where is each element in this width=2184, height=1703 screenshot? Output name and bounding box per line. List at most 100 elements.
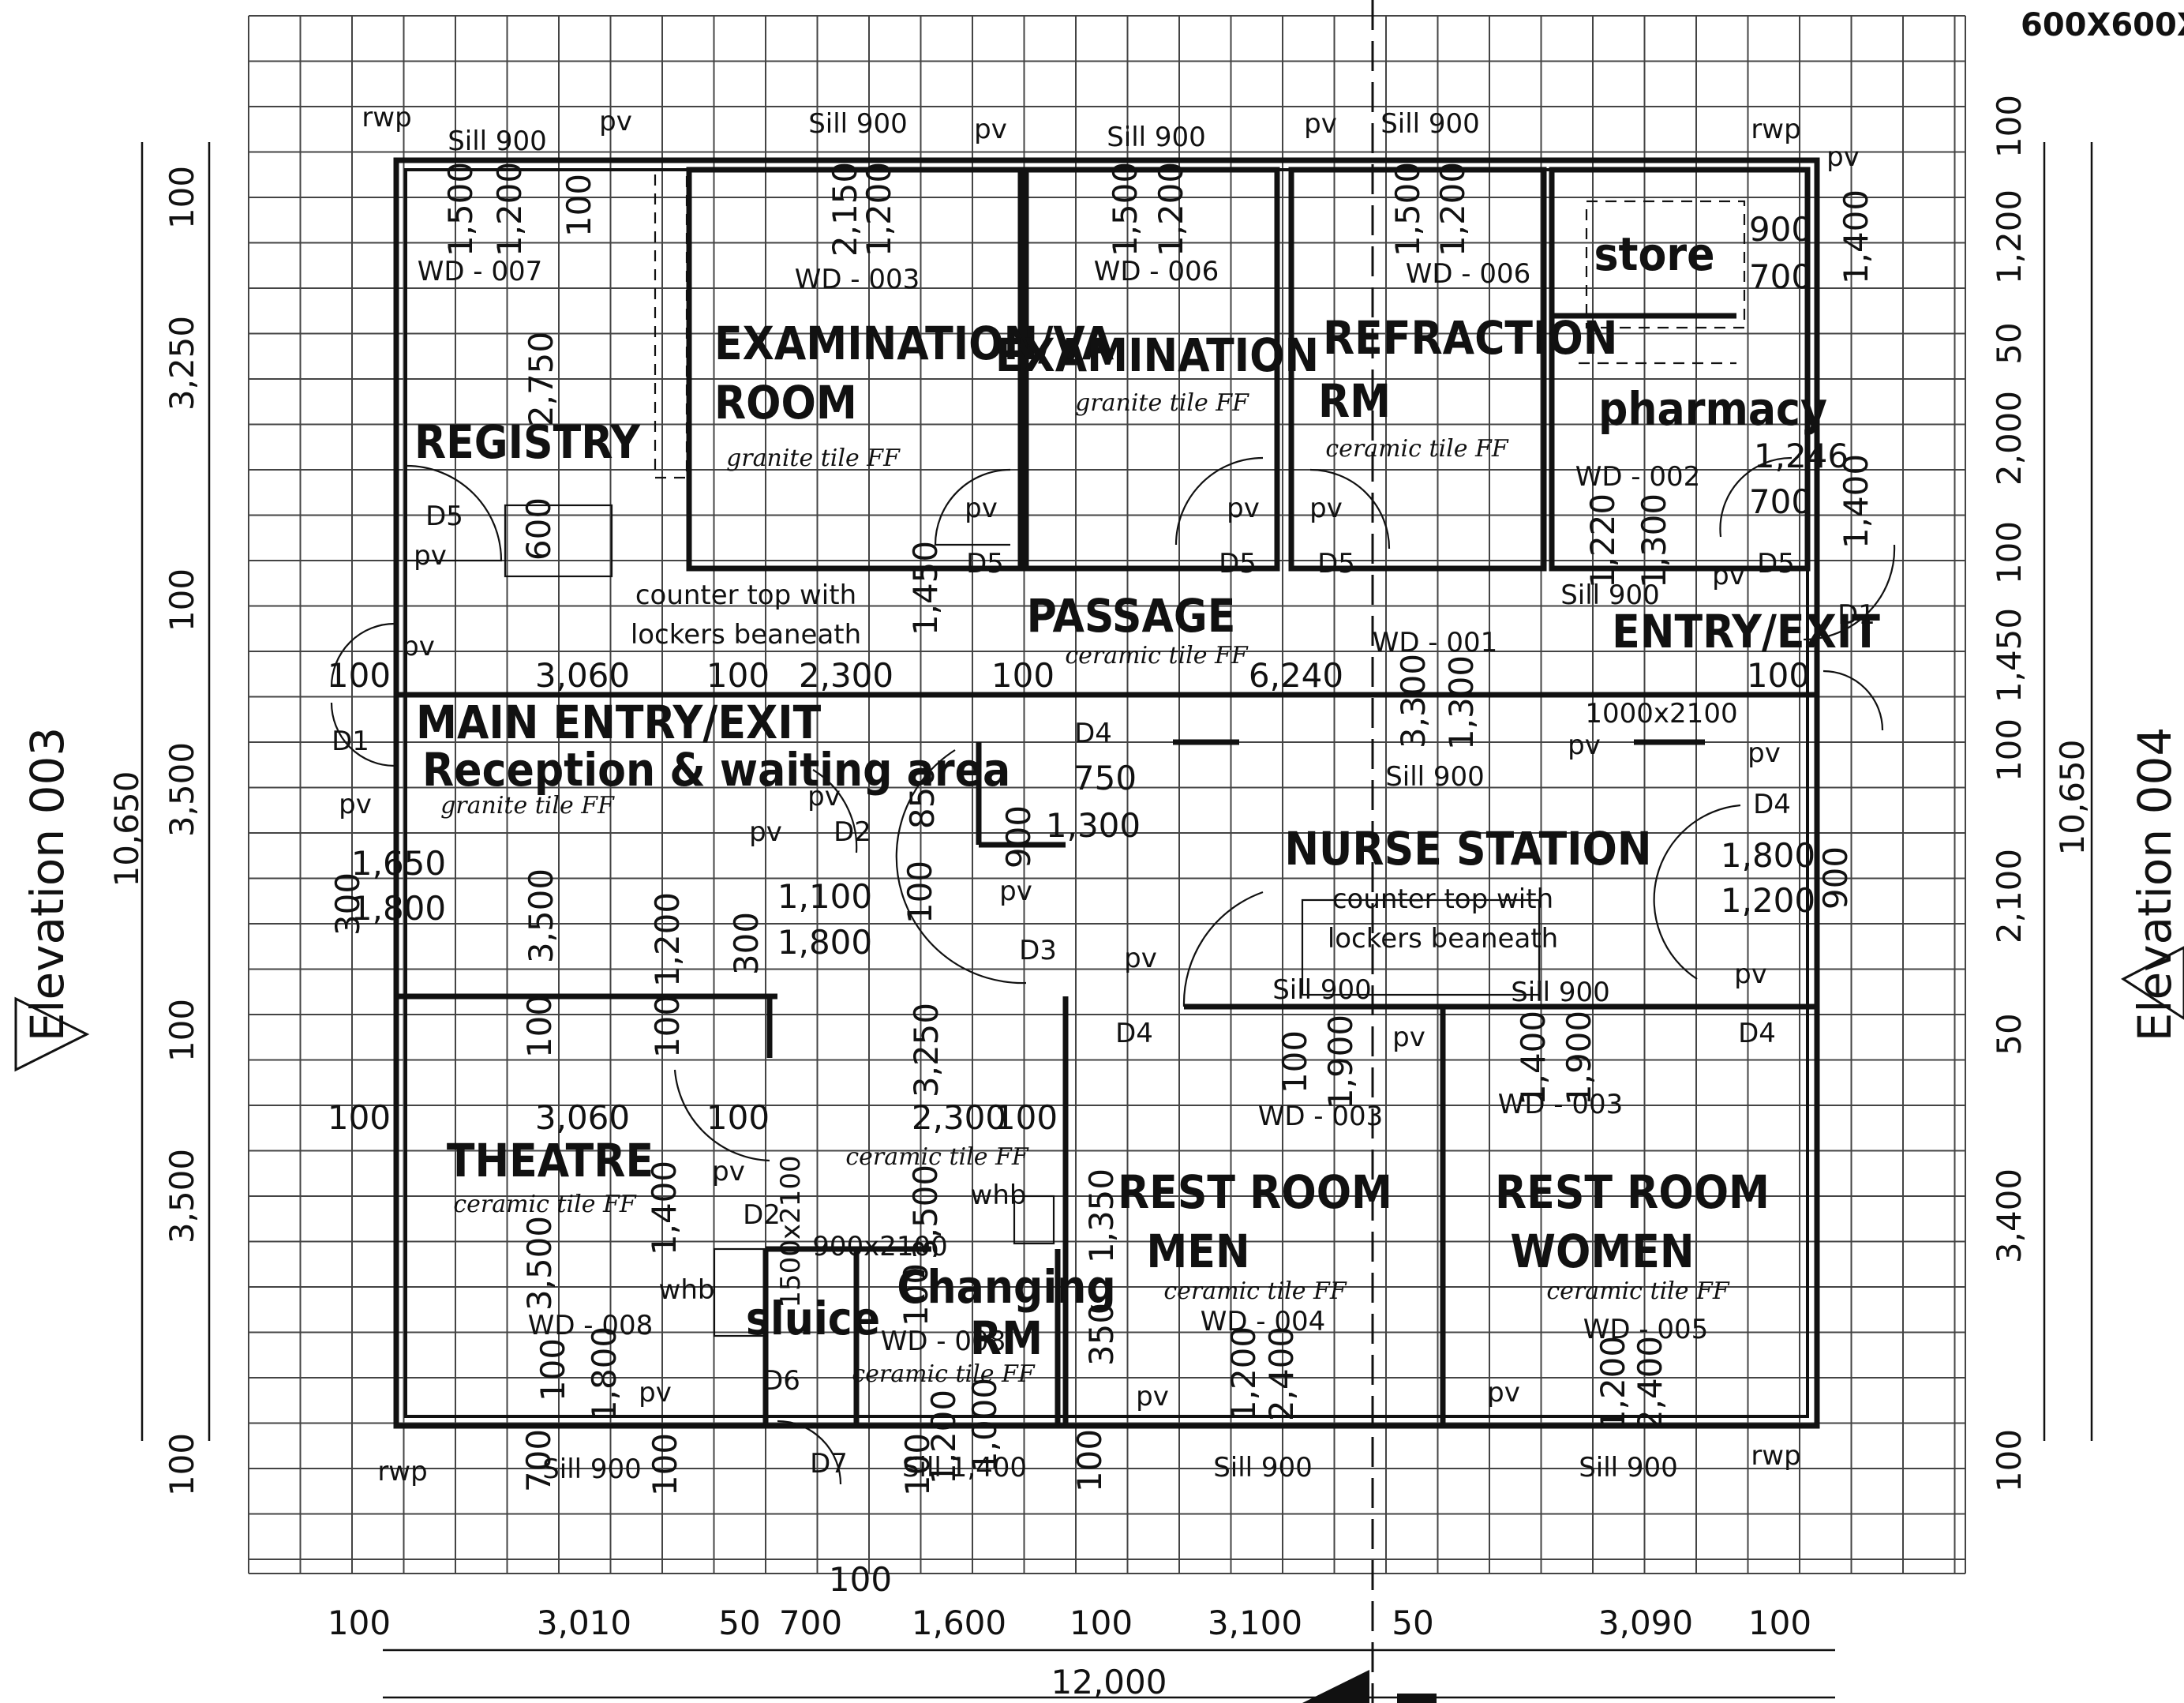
dim-bottom-9: 100 (1748, 1604, 1811, 1642)
room-store: store (1594, 227, 1714, 281)
dim-misc-3: 2,150 (826, 162, 864, 257)
dim-misc-33: 300 (328, 872, 367, 936)
dim-right-10: 100 (1990, 1429, 2029, 1492)
room-passage: PASSAGE (1027, 589, 1236, 643)
dim-left-2: 100 (163, 568, 201, 632)
dim-misc-44: 1,900 (1560, 1011, 1598, 1105)
dim-misc-7: 1,500 (1388, 162, 1427, 257)
label-pv20: pv (712, 1156, 745, 1187)
dim-bottom-8: 3,090 (1598, 1604, 1693, 1642)
section-marker-icon (1302, 1670, 1369, 1703)
dim-bottom-total: 12,000 (1051, 1663, 1167, 1701)
label-wd006b: WD - 006 (1406, 258, 1531, 290)
label-sill11: Sill 900 (542, 1454, 642, 1485)
dim-misc-51: 100 (534, 1338, 572, 1401)
room-nurse-station: NURSE STATION (1284, 822, 1651, 876)
dim-misc-38: 3,250 (907, 1003, 946, 1097)
dim-bottom-6: 3,100 (1208, 1604, 1302, 1642)
dim-row1-4: 100 (991, 656, 1055, 695)
dim-misc-5: 1,500 (1106, 162, 1144, 257)
dim-bottom-3: 700 (779, 1604, 842, 1642)
dim-misc-0: 1,500 (441, 162, 480, 257)
dim-misc-9: 900 (1749, 210, 1812, 249)
room-reception: Reception & waiting area (422, 743, 1010, 797)
dim-left-1: 3,250 (163, 316, 201, 411)
label-o900: 900x2100 (812, 1231, 948, 1262)
label-d1a: D1 (332, 726, 369, 757)
label-o1500: 1500x2100 (775, 1155, 807, 1307)
dim-bottom-extra: 100 (829, 1560, 892, 1599)
label-wd005: WD - 005 (1583, 1314, 1709, 1345)
label-rwp1: rwp (362, 102, 411, 133)
section-marker-bar-icon (1397, 1694, 1437, 1703)
dim-misc-10: 700 (1749, 257, 1812, 296)
label-sill5: Sill 900 (1560, 580, 1660, 611)
label-pv7: pv (1227, 493, 1260, 524)
label-sill2: Sill 900 (808, 108, 908, 140)
dim-misc-59: 700 (519, 1429, 558, 1492)
label-d5c: D5 (1219, 548, 1257, 580)
label-d5b: D5 (966, 548, 1004, 580)
dim-right-4: 100 (1990, 521, 2029, 584)
walls (393, 157, 1820, 1429)
room-changing-rm: RM (970, 1311, 1043, 1365)
room-rest-men-finish: ceramic tile FF (1163, 1277, 1347, 1305)
label-pv9: pv (1712, 560, 1745, 591)
label-pv1: pv (414, 540, 447, 572)
room-exam-va-line1: EXAMINATION/VA (714, 317, 1114, 370)
dim-misc-40: 100 (648, 995, 687, 1058)
dim-misc-6: 1,200 (1152, 162, 1190, 257)
reference-grid (248, 15, 1966, 1574)
room-refraction-line2: RM (1318, 374, 1391, 428)
label-rwp3: rwp (377, 1456, 427, 1487)
room-changing: Changing (897, 1260, 1116, 1314)
label-d4b: D4 (1753, 789, 1791, 820)
room-refraction-line1: REFRACTION (1323, 311, 1617, 365)
dim-misc-41: 100 (1276, 1030, 1314, 1093)
dim-misc-28: 1,800 (351, 889, 446, 928)
dim-right-2: 50 (1990, 322, 2029, 364)
dim-misc-29: 3,500 (522, 868, 560, 963)
dim-misc-32: 1,800 (777, 923, 872, 962)
label-wd003c: WD - 003 (1498, 1089, 1624, 1120)
label-sill12: Sill 1,400 (902, 1452, 1027, 1484)
label-pv10: pv (402, 631, 435, 662)
room-entry-exit: ENTRY/EXIT (1612, 605, 1880, 658)
label-pv19: pv (1392, 1022, 1425, 1053)
dim-row1-0: 100 (328, 656, 391, 695)
label-pv5: pv (1826, 141, 1860, 173)
dim-row2-3: 2,300 (912, 1098, 1006, 1137)
dim-right-9: 3,400 (1990, 1168, 2029, 1263)
dim-misc-1: 1,200 (490, 162, 529, 257)
dim-misc-20: 3,300 (1394, 654, 1433, 748)
label-o1000: 1000x2100 (1585, 698, 1737, 730)
dim-misc-21: 1,300 (1442, 655, 1481, 750)
room-reception-finish: granite tile FF (440, 792, 615, 820)
dim-row1-2: 100 (706, 656, 770, 695)
dim-misc-55: 1,200 (1594, 1336, 1632, 1431)
dim-right-total: 10,650 (2053, 740, 2092, 856)
dim-misc-48: 100 (897, 1263, 935, 1326)
label-sill4: Sill 900 (1380, 108, 1480, 140)
label-wd006a: WD - 006 (1094, 256, 1219, 287)
corridor-finish: ceramic tile FF (845, 1143, 1029, 1171)
room-theatre: THEATRE (447, 1134, 654, 1187)
label-pv22: pv (1136, 1381, 1169, 1412)
elevation-marker-right-icon (2121, 946, 2184, 1020)
room-refraction-finish: ceramic tile FF (1325, 435, 1509, 463)
label-wd002: WD - 002 (1575, 461, 1701, 493)
dim-right-3: 2,000 (1990, 391, 2029, 486)
label-d4d: D4 (1738, 1018, 1776, 1049)
room-rest-men-line1: REST ROOM (1118, 1165, 1392, 1219)
label-d3: D3 (1019, 935, 1057, 966)
room-examination: EXAMINATION (995, 328, 1319, 382)
label-d5e: D5 (1757, 548, 1795, 580)
dim-misc-17: 2,750 (522, 332, 560, 426)
room-changing-finish: ceramic tile FF (852, 1360, 1036, 1388)
room-main-entry: MAIN ENTRY/EXIT (416, 696, 822, 749)
dim-misc-49: 350 (1082, 1303, 1121, 1366)
dim-bottom-0: 100 (328, 1604, 391, 1642)
dim-misc-11: 1,400 (1837, 189, 1875, 284)
